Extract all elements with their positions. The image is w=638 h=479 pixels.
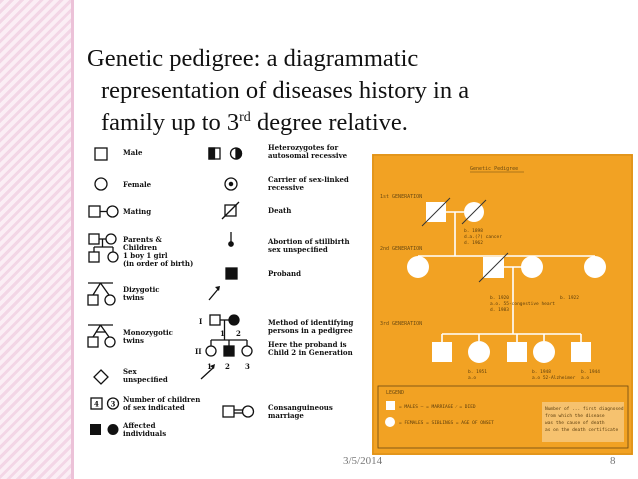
svg-text:Number of ... first diagnosed: Number of ... first diagnosed — [545, 406, 624, 412]
gen-num-1: 1 — [220, 329, 225, 338]
label-affected-2: individuals — [123, 429, 166, 438]
label-method-1: Method of identifying — [268, 318, 353, 327]
genetic-pedigree-image: Genetic Pedigree 1st GENERATION 2nd GENE… — [372, 154, 633, 455]
label-death: Death — [268, 206, 291, 215]
title-line-2: representation of diseases history in a — [101, 77, 470, 104]
label-here-2: Child 2 in Generation II — [268, 348, 355, 357]
svg-text:b. 1948: b. 1948 — [532, 369, 551, 375]
label-number-1: Number of children — [123, 395, 200, 404]
female-symbol-icon — [94, 177, 108, 191]
label-mating: Mating — [123, 207, 151, 216]
svg-text:d. 1962: d. 1962 — [464, 240, 483, 246]
label-consanguineous-1: Consanguineous — [268, 403, 333, 412]
affected-female-icon — [107, 424, 119, 435]
label-affected-1: Affected — [122, 421, 156, 430]
child-num-2: 2 — [225, 362, 230, 371]
label-sex-1: Sex — [123, 367, 138, 376]
label-number-2: of sex indicated — [123, 403, 185, 412]
svg-text:d.a.(?) cancer: d.a.(?) cancer — [464, 234, 502, 240]
gen2-label: 2nd GENERATION — [380, 246, 422, 252]
mating-male-icon — [88, 205, 101, 218]
gen-II-label: II — [195, 347, 202, 356]
label-consanguineous-2: marriage — [268, 411, 304, 420]
title-line-1: Genetic pedigree: a diagrammatic — [87, 45, 419, 72]
proband-icon — [225, 267, 238, 280]
svg-text:b. 1920: b. 1920 — [490, 295, 509, 301]
slide-title: Genetic pedigree: a diagrammatic represe… — [87, 43, 607, 139]
label-hetero-1: Heterozygotes for — [268, 143, 338, 152]
male-symbol-icon — [94, 147, 108, 161]
svg-text:b. 1944: b. 1944 — [581, 369, 600, 375]
label-parents-1: Parents & — [123, 235, 162, 244]
chart-legend-row1: = MALES — = MARRIAGE ⁄ = DIED — [399, 404, 476, 410]
decorative-stripe — [0, 0, 71, 479]
svg-text:b. 1898: b. 1898 — [464, 228, 483, 234]
label-monozygotic-2: twins — [123, 336, 144, 345]
svg-text:b. 1951: b. 1951 — [468, 369, 487, 375]
svg-text:a.o. 55-congestive heart: a.o. 55-congestive heart — [490, 301, 555, 307]
num-children-4: 4 — [94, 400, 99, 409]
carrier-icon — [224, 177, 238, 191]
child-num-1: 1 — [207, 362, 212, 371]
label-abortion-2: sex unspecified — [268, 245, 328, 254]
chart-legend-title: LEGEND — [386, 390, 404, 396]
label-abortion-1: Abortion of stillbirth — [267, 237, 350, 246]
label-female: Female — [123, 180, 152, 189]
title-line-3: family up to 3rd degree relative. — [101, 109, 408, 136]
chart-legend-row2: = FEMALES = SIBLINGS = AGE OF ONSET — [399, 420, 494, 426]
affected-male-icon — [90, 424, 101, 435]
label-carrier-2: recessive — [268, 183, 304, 192]
title-superscript: rd — [239, 109, 251, 125]
svg-text:was the cause of death: was the cause of death — [545, 420, 605, 426]
chart-title: Genetic Pedigree — [470, 166, 518, 172]
gen1-label: 1st GENERATION — [380, 194, 422, 200]
svg-text:a.o 52-Alzheimer: a.o 52-Alzheimer — [532, 375, 576, 381]
diamond-icon — [93, 369, 109, 385]
label-parents-2: Children — [123, 243, 157, 252]
stripe-border — [71, 0, 74, 479]
label-parents-4: (in order of birth) — [123, 259, 193, 268]
label-parents-3: 1 boy 1 girl — [123, 251, 168, 260]
svg-text:as on the death certificate: as on the death certificate — [545, 427, 618, 433]
svg-text:from which the disease: from which the disease — [545, 413, 605, 419]
page-number: 8 — [610, 455, 616, 467]
label-dizygotic-2: twins — [123, 293, 144, 302]
label-sex-2: unspecified — [123, 375, 168, 384]
gen3-label: 3rd GENERATION — [380, 321, 422, 327]
gen-num-2: 2 — [236, 329, 241, 338]
label-male: Male — [123, 148, 143, 157]
label-here-1: Here the proband is — [268, 340, 347, 349]
num-children-3: 3 — [111, 400, 116, 409]
slide-date: 3/5/2014 — [343, 455, 383, 467]
label-method-2: persons in a pedigree — [268, 326, 353, 335]
child-num-3: 3 — [245, 362, 250, 371]
label-hetero-2: autosomal recessive — [268, 151, 348, 160]
gen-I-label: I — [199, 317, 202, 326]
pedigree-symbol-legend: 4 3 Male Female Mating Parents & Childre… — [87, 143, 355, 438]
label-carrier-1: Carrier of sex-linked — [268, 175, 349, 184]
svg-text:b. 1922: b. 1922 — [560, 295, 579, 301]
label-monozygotic-1: Monozygotic — [123, 328, 173, 337]
label-dizygotic-1: Dizygotic — [123, 285, 160, 294]
svg-text:d. 1983: d. 1983 — [490, 307, 509, 313]
mating-female-icon — [106, 205, 119, 218]
svg-text:a.o: a.o — [468, 376, 476, 381]
label-proband: Proband — [268, 269, 301, 278]
svg-text:a.o: a.o — [581, 376, 589, 381]
